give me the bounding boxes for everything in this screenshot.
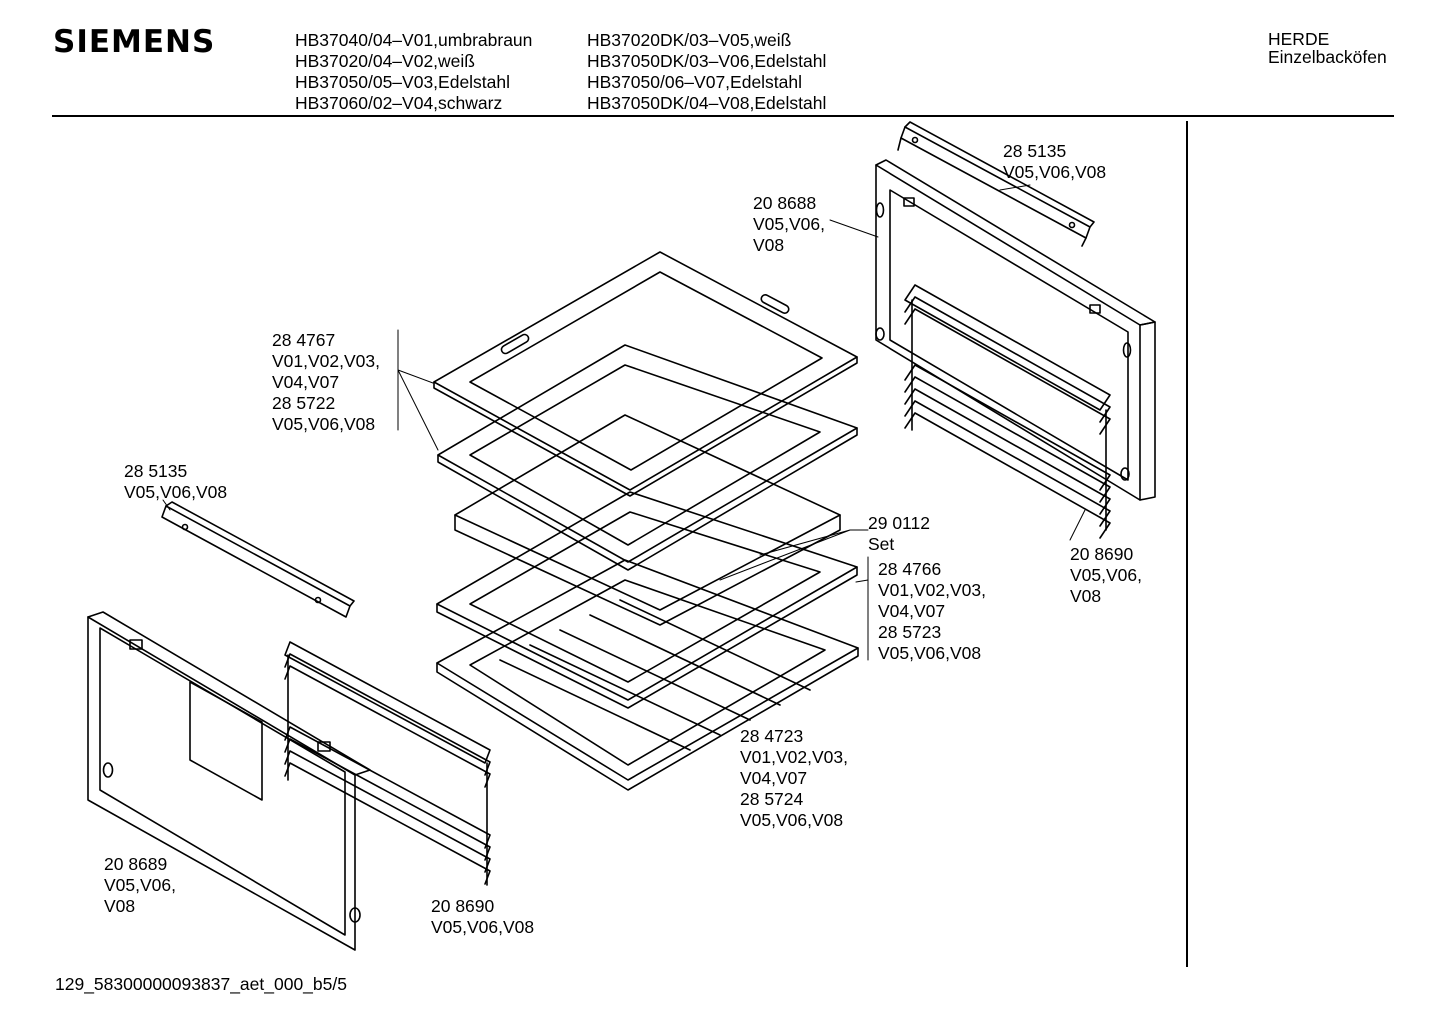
variant-codes: V05,V06,V08	[431, 917, 535, 937]
part-number: 28 5722	[272, 393, 336, 413]
variant-codes: V05,V06,	[1070, 565, 1142, 585]
rail-top-right	[897, 121, 1095, 247]
set-label: Set	[868, 534, 895, 554]
document-id: 129_58300000093837_aet_000_b5/5	[55, 974, 347, 994]
variant-codes: V05,V06,V08	[1003, 162, 1107, 182]
part-number: 28 4766	[878, 559, 942, 579]
variant-codes: V05,V06,V08	[124, 482, 228, 502]
part-number: 28 4767	[272, 330, 336, 350]
variant-codes: V05,V06,V08	[272, 414, 376, 434]
callout-set: 29 0112 Set	[868, 513, 930, 555]
variant-codes: V01,V02,V03,	[740, 747, 848, 767]
category-title: HERDE	[1268, 29, 1330, 49]
model-list-1: HB37040/04–V01,umbrabraun HB37020/04–V02…	[295, 30, 532, 114]
callout-baking-tray: 28 4767 V01,V02,V03, V04,V07 28 5722 V05…	[272, 330, 380, 435]
variant-codes: V04,V07	[740, 768, 808, 788]
part-number: 28 5724	[740, 789, 804, 809]
callout-grill-rack: 28 4723 V01,V02,V03, V04,V07 28 5724 V05…	[740, 726, 848, 831]
model-item: HB37050/06–V07,Edelstahl	[587, 72, 803, 92]
part-number: 28 5723	[878, 622, 942, 642]
model-item: HB37050DK/04–V08,Edelstahl	[587, 93, 827, 113]
callout-side-panel-left: 20 8689 V05,V06, V08	[104, 854, 176, 917]
side-panel-left	[87, 611, 371, 951]
tray-middle	[436, 491, 858, 709]
variant-codes: V08	[1070, 586, 1102, 606]
baking-tray	[433, 251, 858, 497]
part-number: 28 5135	[124, 461, 188, 481]
model-list-2: HB37020DK/03–V05,weiß HB37050DK/03–V06,E…	[587, 30, 826, 114]
shelf-rack-right	[904, 284, 1111, 539]
callout-side-panel-right: 20 8688 V05,V06, V08	[753, 193, 825, 256]
callout-shelf-rack-right: 20 8690 V05,V06, V08	[1070, 544, 1142, 607]
model-item: HB37040/04–V01,umbrabraun	[295, 30, 533, 50]
variant-codes: V05,V06,	[104, 875, 176, 895]
callout-rail-top-right: 28 5135 V05,V06,V08	[1003, 141, 1106, 183]
header-divider	[52, 115, 1394, 117]
category: HERDE Einzelbacköfen	[1268, 30, 1387, 66]
side-panel-right	[875, 159, 1156, 501]
category-subtitle: Einzelbacköfen	[1268, 47, 1387, 67]
part-number: 20 8690	[1070, 544, 1134, 564]
rail-left	[161, 501, 355, 618]
model-item: HB37050/05–V03,Edelstahl	[295, 72, 511, 92]
callout-universal-pan: 28 4766 V01,V02,V03, V04,V07 28 5723 V05…	[878, 559, 986, 664]
variant-codes: V05,V06,	[753, 214, 825, 234]
grill-rack	[436, 559, 859, 791]
part-number: 20 8690	[431, 896, 495, 916]
variant-codes: V05,V06,V08	[740, 810, 844, 830]
variant-codes: V01,V02,V03,	[272, 351, 380, 371]
variant-codes: V04,V07	[272, 372, 340, 392]
callout-shelf-rack-left: 20 8690 V05,V06,V08	[431, 896, 534, 938]
model-item: HB37020DK/03–V05,weiß	[587, 30, 792, 50]
variant-codes: V05,V06,V08	[878, 643, 982, 663]
leader-lines	[162, 184, 1086, 661]
part-number: 20 8688	[753, 193, 817, 213]
brand-logo: SIEMENS	[53, 24, 216, 60]
variant-codes: V01,V02,V03,	[878, 580, 986, 600]
universal-pan	[437, 344, 858, 626]
part-number: 29 0112	[868, 513, 930, 533]
model-item: HB37060/02–V04,schwarz	[295, 93, 503, 113]
callout-rail-left: 28 5135 V05,V06,V08	[124, 461, 227, 503]
variant-codes: V08	[104, 896, 136, 916]
variant-codes: V08	[753, 235, 785, 255]
shelf-rack-left	[284, 641, 491, 886]
part-number: 28 5135	[1003, 141, 1067, 161]
model-item: HB37020/04–V02,weiß	[295, 51, 475, 71]
side-divider	[1186, 121, 1188, 967]
model-item: HB37050DK/03–V06,Edelstahl	[587, 51, 827, 71]
part-number: 20 8689	[104, 854, 168, 874]
variant-codes: V04,V07	[878, 601, 946, 621]
part-number: 28 4723	[740, 726, 804, 746]
